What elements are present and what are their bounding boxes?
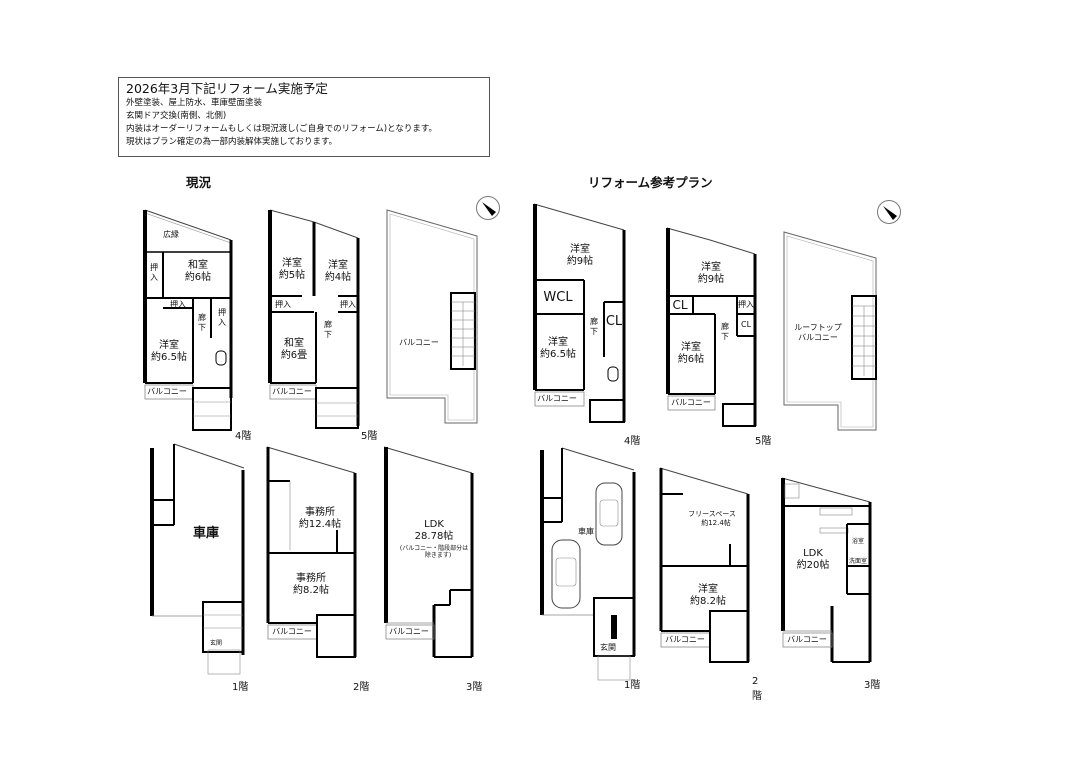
notice-line: 内装はオーダーリフォームもしくは現況渡し(ご自身でのリフォーム)となります。 bbox=[126, 124, 438, 134]
balcony-label: バルコニー bbox=[798, 333, 838, 342]
current-section-title: 現況 bbox=[186, 175, 212, 190]
room-label: 事務所 bbox=[305, 507, 335, 518]
balcony-label: バルコニー bbox=[671, 398, 711, 407]
room-label: 洋室 bbox=[701, 262, 721, 273]
plan-3f-plan: LDK 約20帖 浴室 洗面室 バルコニー 3階 bbox=[780, 476, 890, 691]
floor-label: 3階 bbox=[864, 680, 881, 691]
room-label: 洋室 bbox=[548, 337, 568, 348]
reform-notice-box: 2026年3月下記リフォーム実施予定 外壁塗装、屋上防水、車庫壁面塗装 玄関ドア… bbox=[118, 77, 490, 157]
room-label: 車庫 bbox=[578, 527, 594, 536]
bathroom-label: 浴室 bbox=[851, 538, 865, 545]
balcony-label: バルコニー bbox=[665, 635, 705, 644]
entrance-label: 玄関 bbox=[209, 640, 223, 647]
room-label: 約8.2帖 bbox=[293, 585, 329, 596]
floor-label: 5階 bbox=[755, 436, 772, 447]
current-roof-plan: バルコニー bbox=[385, 208, 505, 438]
room-label: 28.78帖 bbox=[414, 531, 454, 542]
hallway-label: 廊下 bbox=[590, 317, 598, 336]
notice-line: 外壁塗装、屋上防水、車庫壁面塗装 bbox=[126, 98, 263, 108]
north-arrow-icon bbox=[476, 196, 500, 220]
room-label: 洋室 bbox=[698, 584, 718, 595]
balcony-label: バルコニー bbox=[399, 338, 439, 347]
hallway-label: 廊下 bbox=[198, 313, 206, 332]
balcony-label: バルコニー bbox=[787, 635, 827, 644]
floor-label: 5階 bbox=[361, 431, 378, 442]
closet-label: 押入 bbox=[150, 263, 158, 282]
room-label: 和室 bbox=[188, 260, 208, 271]
closet-label: 押入 bbox=[738, 300, 754, 309]
closet-label: 押入 bbox=[275, 300, 291, 309]
room-label: 和室 bbox=[284, 338, 304, 349]
room-label: 約6.5帖 bbox=[151, 352, 187, 363]
room-label: 約6帖 bbox=[184, 272, 212, 283]
plan-section-title: リフォーム参考プラン bbox=[588, 175, 713, 190]
closet-label: 押入 bbox=[170, 300, 186, 309]
balcony-label: バルコニー bbox=[272, 627, 312, 636]
balcony-label: バルコニー bbox=[147, 387, 187, 396]
closet-label: 押入 bbox=[218, 308, 226, 327]
floor-label: 3階 bbox=[466, 682, 483, 693]
balcony-label: バルコニー bbox=[537, 394, 577, 403]
balcony-label: バルコニー bbox=[272, 387, 312, 396]
notice-title: 2026年3月下記リフォーム実施予定 bbox=[126, 81, 328, 96]
room-label: 約9帖 bbox=[566, 256, 594, 267]
hallway-label: 廊下 bbox=[721, 322, 729, 341]
room-label: LDK bbox=[803, 548, 823, 559]
note-label: 除きます) bbox=[424, 552, 452, 559]
walk-in-closet-label: WCL bbox=[543, 290, 573, 305]
room-label: 洋室 bbox=[570, 244, 590, 255]
room-label: 車庫 bbox=[192, 526, 220, 541]
floor-label: 4階 bbox=[235, 431, 252, 442]
room-label: 約12.4帖 bbox=[701, 519, 731, 527]
current-3f-plan: LDK 28.78帖 (バルコニー・階段部分は 除きます) バルコニー 3階 bbox=[382, 445, 492, 693]
room-label: 洋室 bbox=[328, 260, 348, 271]
closet-label: CL bbox=[605, 314, 623, 329]
floor-label: 2階 bbox=[752, 676, 762, 702]
room-label: 約6畳 bbox=[280, 350, 308, 361]
room-label: 広縁 bbox=[163, 230, 179, 239]
closet-label: 押入 bbox=[340, 300, 356, 309]
room-label: 約9帖 bbox=[697, 274, 725, 285]
room-label: LDK bbox=[424, 519, 444, 530]
room-label: 事務所 bbox=[296, 573, 326, 584]
room-label: 洋室 bbox=[681, 342, 701, 353]
room-label: 約20帖 bbox=[796, 560, 830, 571]
floor-label: 4階 bbox=[624, 436, 641, 447]
plan-2f-plan: フリースペース 約12.4帖 洋室 約8.2帖 バルコニー 2階 bbox=[658, 466, 768, 702]
notice-line: 現状はプラン確定の為一部内装解体実施しております。 bbox=[126, 137, 338, 147]
room-label: 洋室 bbox=[159, 340, 179, 351]
note-label: (バルコニー・階段部分は bbox=[399, 545, 469, 552]
current-5f-plan: 洋室 約5帖 洋室 約4帖 押入 押入 廊下 和室 約6畳 バルコニー 5階 bbox=[268, 208, 378, 442]
closet-label: CL bbox=[672, 298, 688, 312]
room-label: 約12.4帖 bbox=[298, 519, 342, 530]
room-label: 洋室 bbox=[282, 258, 302, 269]
plan-5f-plan: 洋室 約9帖 CL 押入 CL 廊下 洋室 約6帖 バルコニー 5階 bbox=[665, 226, 775, 447]
room-label: 約6.5帖 bbox=[540, 349, 576, 360]
plan-1f-plan: 車庫 玄関 1階 bbox=[538, 440, 648, 691]
north-arrow-icon bbox=[877, 200, 901, 224]
washroom-label: 洗面室 bbox=[848, 558, 868, 565]
room-label: フリースペース bbox=[688, 510, 736, 518]
closet-label: CL bbox=[740, 320, 752, 329]
current-2f-plan: 事務所 約12.4帖 事務所 約8.2帖 バルコニー 2階 bbox=[265, 445, 375, 693]
notice-line: 玄関ドア交換(南側、北側) bbox=[126, 111, 227, 121]
room-label: 約4帖 bbox=[324, 272, 352, 283]
hallway-label: 廊下 bbox=[324, 320, 332, 339]
plan-4f-plan: 洋室 約9帖 WCL CL 廊下 洋室 約6.5帖 バルコニー 4階 bbox=[532, 202, 642, 447]
room-label: 約5帖 bbox=[278, 270, 306, 281]
current-4f-plan: 広縁 和室 約6帖 押入 押入 押入 廊下 洋室 約6.5帖 バルコニー 4階 bbox=[143, 208, 253, 442]
floor-label: 1階 bbox=[624, 680, 641, 691]
rooftop-label: ルーフトップ bbox=[794, 323, 842, 332]
room-label: 約8.2帖 bbox=[690, 596, 726, 607]
room-label: 約6帖 bbox=[677, 354, 705, 365]
balcony-label: バルコニー bbox=[389, 627, 429, 636]
entrance-label: 玄関 bbox=[600, 643, 616, 652]
plan-roof-plan: ルーフトップ バルコニー bbox=[782, 230, 892, 440]
floor-label: 1階 bbox=[232, 682, 249, 693]
current-1f-plan: 車庫 玄関 1階 bbox=[148, 440, 258, 693]
floor-label: 2階 bbox=[353, 682, 370, 693]
